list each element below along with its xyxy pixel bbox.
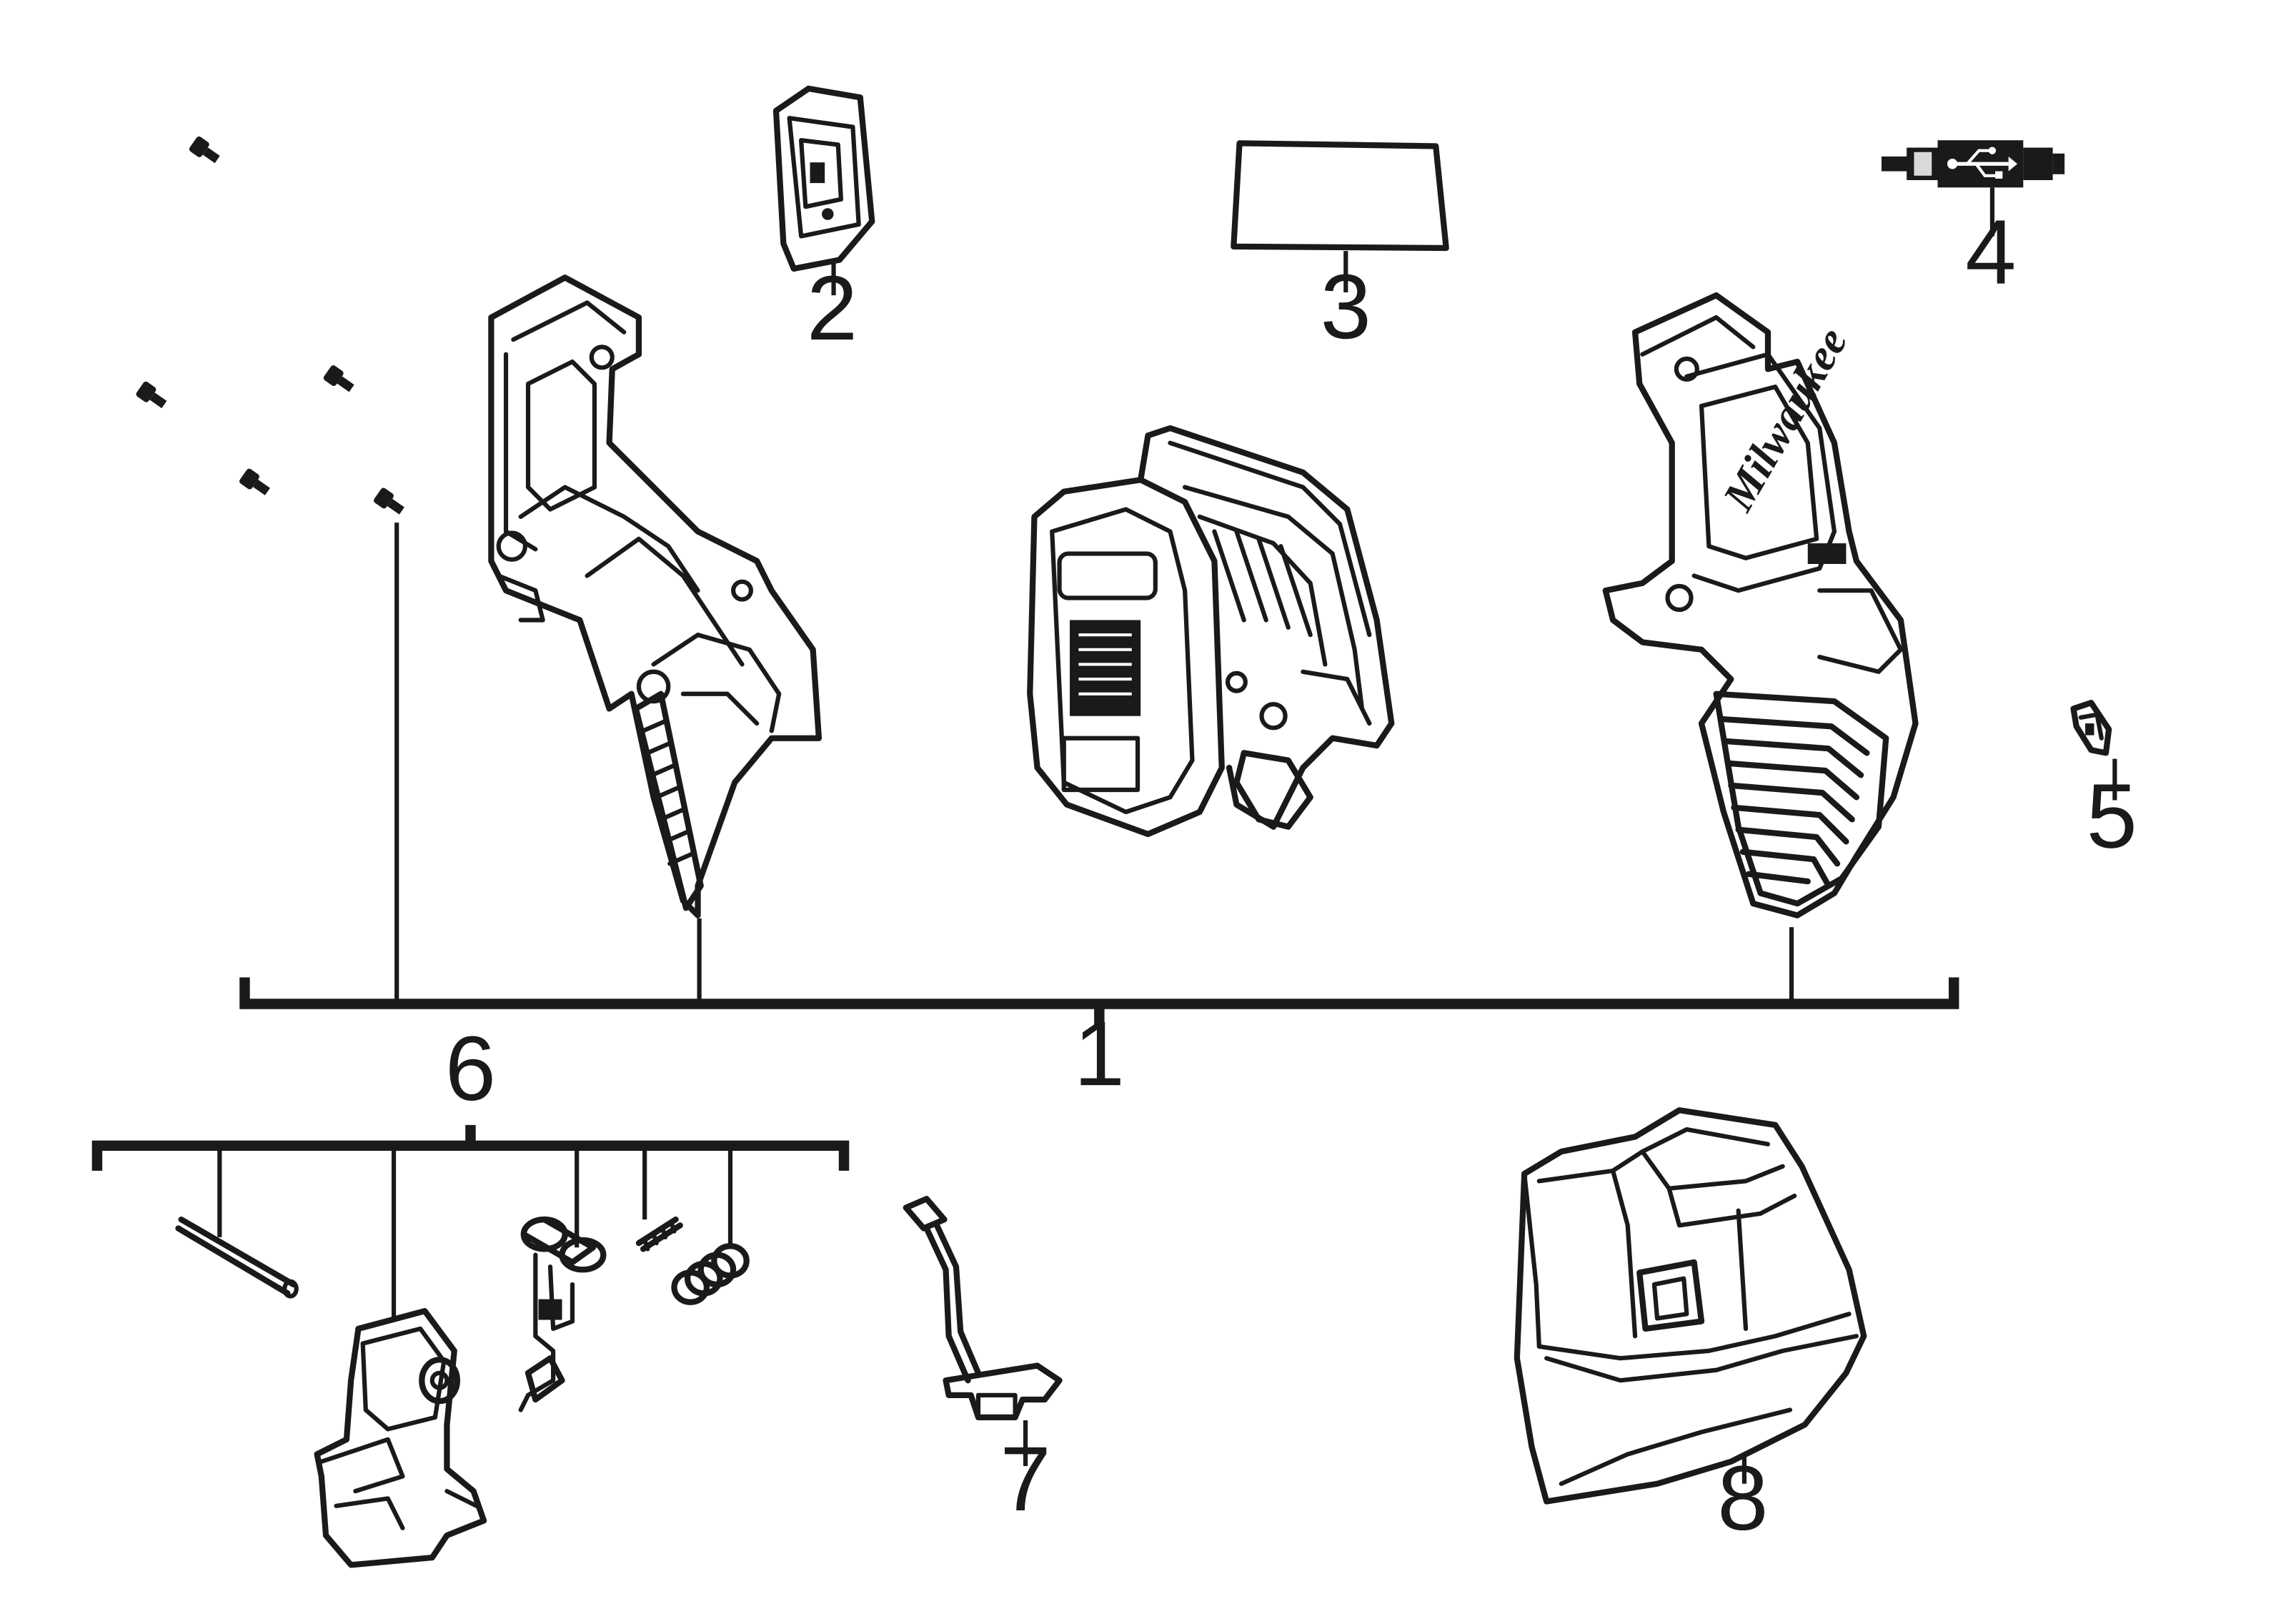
screw-group — [136, 136, 404, 515]
screw-icon — [239, 468, 270, 495]
small-spring-part — [635, 1216, 683, 1252]
motor-block — [1027, 425, 1395, 838]
screw-icon — [136, 381, 167, 409]
callout-label: 2 — [807, 257, 858, 360]
trigger-part — [314, 1307, 487, 1568]
screw-icon — [374, 487, 404, 515]
callout-label: 8 — [1717, 1447, 1768, 1550]
right-housing-half: Milwaukee — [1602, 292, 1919, 919]
spring-part — [671, 1243, 750, 1305]
callout-label: 1 — [1074, 1003, 1125, 1105]
clip-part — [2070, 700, 2112, 756]
plate-part — [772, 85, 875, 272]
screw-icon — [323, 365, 354, 392]
callout-label: 7 — [1000, 1428, 1050, 1530]
label-sheet-part — [1231, 140, 1449, 252]
switch-part — [518, 1216, 607, 1412]
kit-bracket — [91, 1124, 850, 1322]
callout-label: 6 — [445, 1018, 496, 1120]
callout-label: 4 — [1965, 202, 2016, 304]
usb-connector-part — [1882, 140, 2065, 188]
usb-icon — [1947, 147, 2018, 179]
brand-logo: Milwaukee — [1714, 320, 1857, 519]
assembly-bracket — [239, 523, 1959, 1029]
screw-icon — [189, 136, 220, 164]
callout-label: 3 — [1321, 256, 1371, 358]
rubber-boot-part — [1514, 1107, 1867, 1505]
left-housing-half — [488, 274, 823, 919]
callout-label: 5 — [2087, 766, 2137, 868]
pin-part — [175, 1216, 299, 1299]
wire-terminal-part — [903, 1196, 1063, 1420]
